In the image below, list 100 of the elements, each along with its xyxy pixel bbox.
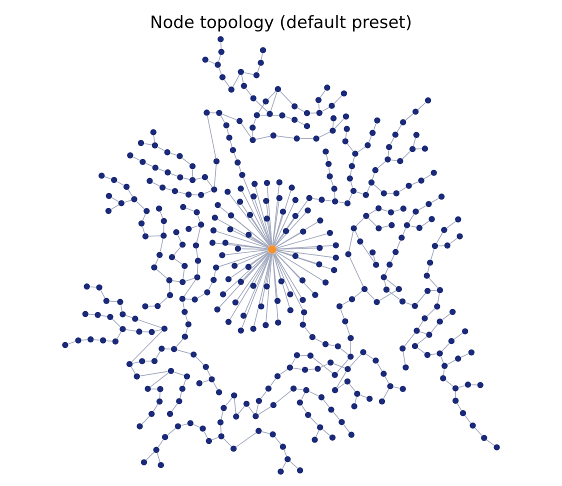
node-circle [252,413,259,420]
connector [310,416,318,426]
node-circle [332,372,338,378]
node-circle [331,186,338,192]
connector [208,282,213,290]
node-circle [287,307,294,314]
connector [454,332,463,340]
connector [340,309,345,319]
connector [440,356,444,364]
node-circle [342,113,350,120]
connector [195,177,202,180]
node-circle [194,258,202,264]
node-circle [292,212,298,220]
connector [130,366,136,374]
connector [348,194,352,201]
connector [254,253,272,326]
node-circle [243,400,250,407]
node-circle [375,205,382,212]
node-circle [384,156,391,163]
connector [242,252,270,280]
node-circle [350,225,357,232]
connector [336,358,349,373]
node-circle [158,346,165,352]
connector [417,348,426,354]
connector [334,95,342,104]
connector [405,113,414,121]
node-circle [214,306,220,313]
node-circle [418,178,424,184]
node-circle [212,214,218,221]
connector [185,327,188,334]
node-circle [88,336,94,342]
connector [349,354,362,368]
node-circle [448,338,455,344]
connector [176,338,184,347]
node-circle [236,198,244,205]
node-circle [338,419,345,426]
connector [250,252,270,266]
connector [418,205,426,210]
node-circle [299,277,306,284]
connector [332,412,340,420]
node-circle [161,326,168,332]
node-circle [376,225,382,232]
node-circle [364,142,371,148]
connector [318,103,320,110]
connector [272,185,280,246]
connector [273,214,283,246]
node-circle [300,309,308,316]
node-circle [270,132,276,139]
connector [182,268,185,280]
node-circle [250,124,256,131]
node-circle [274,373,281,380]
node-circle [344,366,351,372]
connector [233,217,270,247]
node-circle [332,198,338,204]
node-circle [300,228,306,235]
node-circle [185,321,192,328]
connector [365,354,374,360]
node-circle [468,349,475,356]
connector [159,392,160,399]
connector [415,148,422,150]
connector [257,66,260,73]
connector [460,353,469,358]
node-circle [342,318,348,324]
node-circle [274,298,281,304]
node-circle [374,117,380,124]
node-circle [202,174,208,180]
node-circle [220,404,227,412]
node-circle [198,192,204,198]
connector [320,90,326,98]
connector [384,376,390,384]
connector [314,338,323,343]
node-circle [305,412,312,418]
node-circle [219,252,226,258]
node-circle [127,152,134,158]
node-circle [200,426,206,432]
node-circle [462,328,468,334]
connector [100,290,106,298]
node-circle [332,254,339,261]
node-circle [397,158,404,164]
node-circle [327,359,334,366]
connector [302,315,304,322]
connector [116,181,124,186]
node-circle [262,98,269,105]
connector [442,313,450,320]
node-circle [374,298,380,306]
node-circle [210,276,217,284]
node-circle [160,232,167,239]
connector [174,246,181,256]
node-circle [160,218,167,224]
connector [408,214,414,224]
node-circle [232,299,239,306]
node-circle [452,385,459,392]
node-circle [279,112,286,118]
connector [346,324,350,336]
node-circle [282,228,290,234]
node-circle [152,142,158,148]
connector [174,258,182,264]
node-circle [158,462,164,468]
node-circle [126,360,133,368]
connector [280,369,288,375]
